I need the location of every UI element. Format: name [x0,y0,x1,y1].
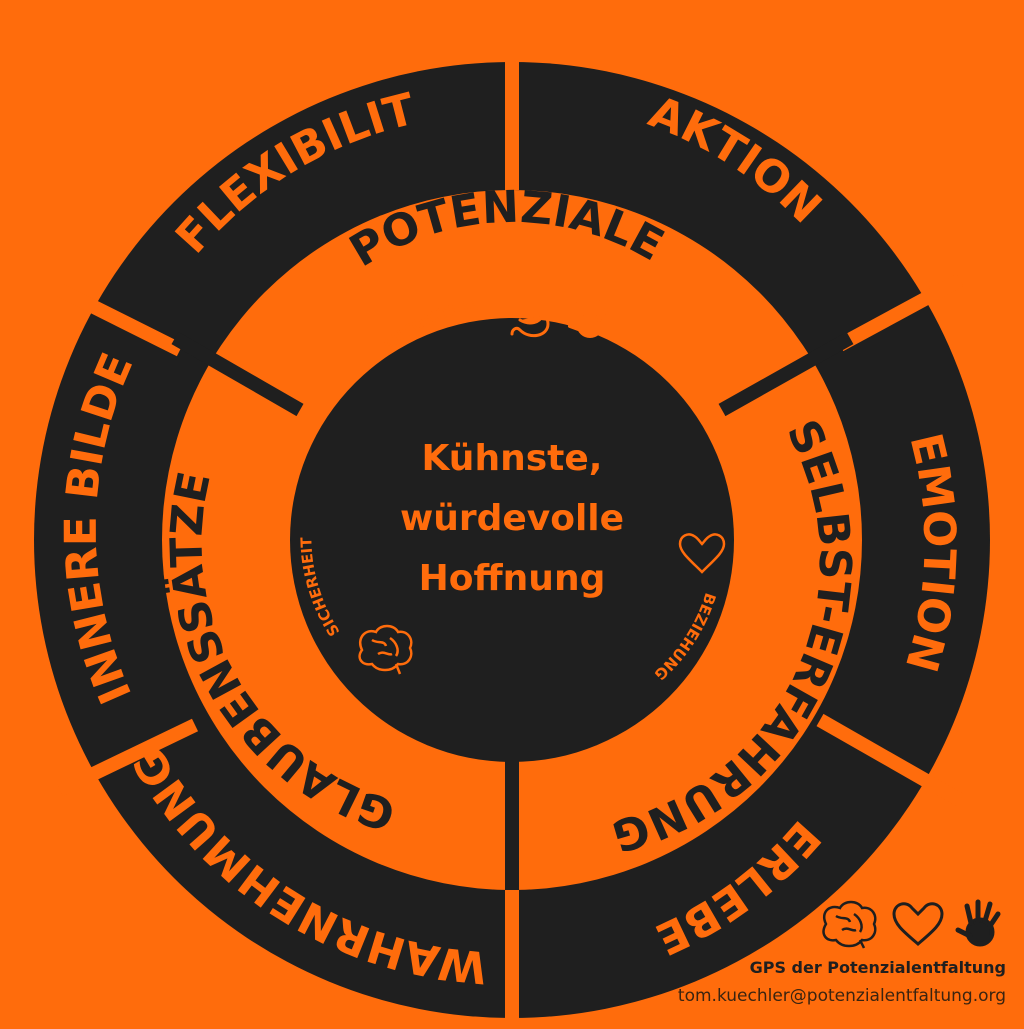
brain-icon [822,900,877,949]
center-line-1: Kühnste, [422,438,603,479]
middle-separators [171,331,854,890]
hand-icon [568,298,608,338]
heart-icon [678,533,726,574]
outer-separators [56,40,964,1024]
center-text: Kühnste, würdevolle Hoffnung [400,438,624,599]
center-circle [290,318,734,762]
footer-icons [822,899,1001,949]
brain-icon [358,624,413,675]
stomach-icon [510,296,550,338]
center-line-2: würdevolle [400,498,624,539]
center-line-3: Hoffnung [419,558,606,599]
heart-icon [892,902,944,946]
footer-title: GPS der Potenzialentfaltung [749,958,1006,977]
footer-email-link[interactable]: tom.kuechler@potenzialentfaltung.org [677,986,1006,1006]
hand-icon [955,899,1001,947]
